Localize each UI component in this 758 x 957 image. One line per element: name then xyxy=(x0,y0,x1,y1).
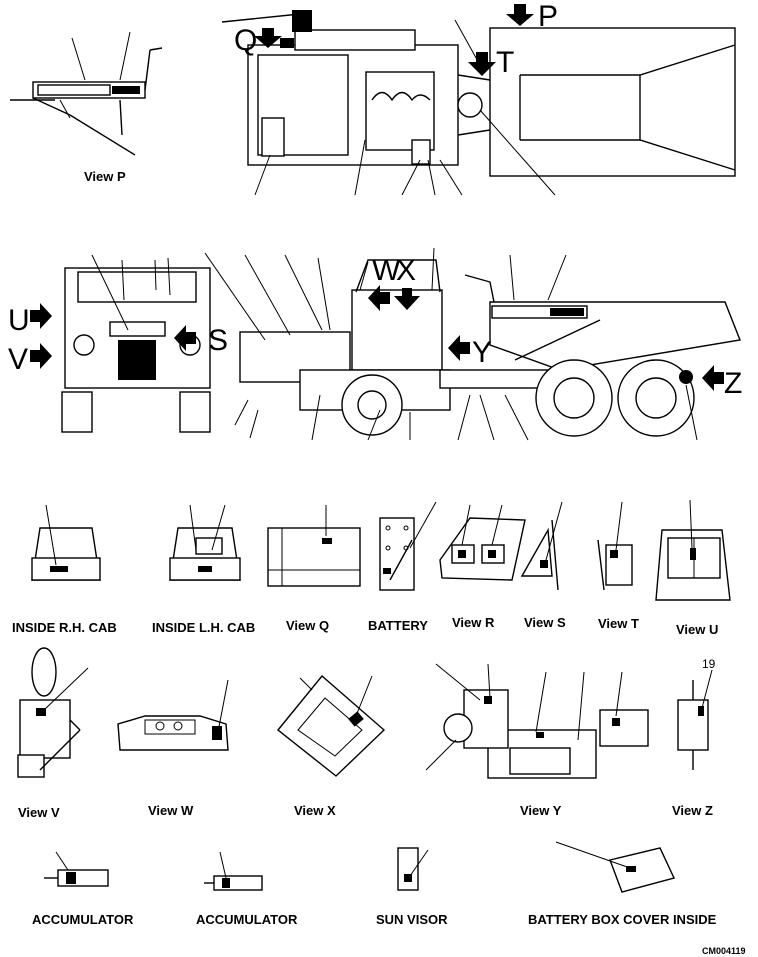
accumulator-1-detail xyxy=(44,851,109,887)
view-u-caption: View U xyxy=(676,622,718,637)
arrow-s: S xyxy=(174,324,228,357)
arrow-w: W xyxy=(368,254,401,311)
view-x-detail xyxy=(277,674,386,777)
view-t-detail xyxy=(597,501,633,591)
arrow-t-letter: T xyxy=(496,46,514,79)
view-w-caption: View W xyxy=(148,803,194,818)
arrow-u-letter: U xyxy=(8,304,30,337)
inside-lh-cab-detail xyxy=(169,504,241,581)
arrow-t: T xyxy=(468,46,514,79)
battery-box-cover-caption: BATTERY BOX COVER INSIDE xyxy=(528,912,717,927)
arrow-w-letter: W xyxy=(372,254,401,287)
inside-lh-cab-caption: INSIDE L.H. CAB xyxy=(152,620,255,635)
arrow-p-letter: P xyxy=(538,0,558,33)
accumulator-1-caption: ACCUMULATOR xyxy=(32,912,134,927)
arrow-v: V xyxy=(8,343,52,376)
view-r-detail xyxy=(439,504,526,581)
truck-front-view xyxy=(61,254,211,433)
view-v-detail xyxy=(17,647,89,778)
view-v-caption: View V xyxy=(18,805,60,820)
view-s-caption: View S xyxy=(524,615,566,630)
arrow-s-letter: S xyxy=(208,324,228,357)
view-s-detail xyxy=(520,501,563,591)
accumulator-2-caption: ACCUMULATOR xyxy=(196,912,298,927)
view-p-caption: View P xyxy=(84,169,126,184)
battery-caption: BATTERY xyxy=(368,618,428,633)
item-number-19: 19 xyxy=(702,657,716,671)
arrow-y: Y xyxy=(448,335,492,369)
view-t-caption: View T xyxy=(598,616,639,631)
arrow-z: Z xyxy=(702,365,742,400)
view-y-caption: View Y xyxy=(520,803,562,818)
view-q-detail xyxy=(267,505,361,587)
view-y-detail xyxy=(425,663,649,779)
arrow-q-letter: Q xyxy=(234,24,257,57)
sun-visor-detail xyxy=(397,847,429,891)
arrow-v-letter: V xyxy=(8,343,28,376)
battery-box-cover-detail xyxy=(555,841,675,893)
battery-detail xyxy=(379,501,437,591)
view-q-caption: View Q xyxy=(286,618,329,633)
arrow-p: P xyxy=(506,0,558,33)
view-x-caption: View X xyxy=(294,803,336,818)
sun-visor-caption: SUN VISOR xyxy=(376,912,448,927)
accumulator-2-detail xyxy=(204,851,263,891)
truck-top-view xyxy=(221,10,736,196)
arrow-z-letter: Z xyxy=(724,367,742,400)
view-r-caption: View R xyxy=(452,615,495,630)
figure-code: CM004119 xyxy=(702,946,746,956)
arrow-u: U xyxy=(8,303,52,337)
view-z-detail: 19 xyxy=(677,657,716,770)
arrow-x: X xyxy=(394,254,420,310)
view-w-detail xyxy=(117,679,229,751)
view-z-caption: View Z xyxy=(672,803,713,818)
arrow-x-letter: X xyxy=(396,254,416,287)
view-p-detail xyxy=(10,31,163,156)
inside-rh-cab-detail xyxy=(31,504,101,581)
arrow-y-letter: Y xyxy=(472,336,492,369)
inside-rh-cab-caption: INSIDE R.H. CAB xyxy=(12,620,117,635)
truck-side-view xyxy=(204,247,741,441)
arrow-q: Q xyxy=(234,24,282,57)
view-u-detail xyxy=(655,499,731,601)
